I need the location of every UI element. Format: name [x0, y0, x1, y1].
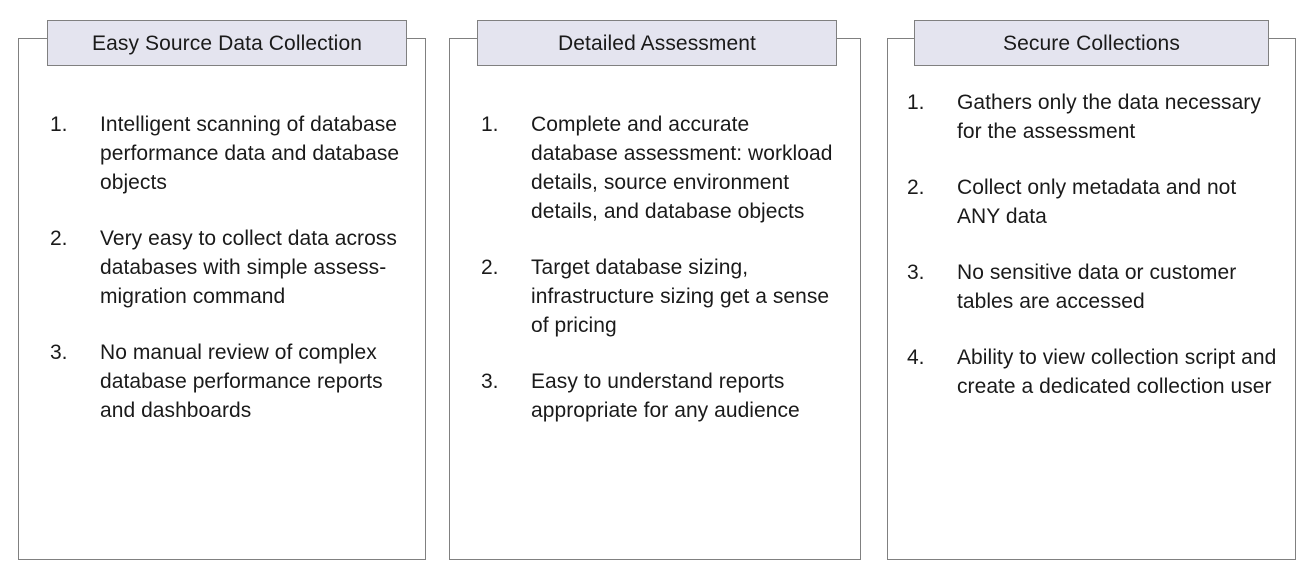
panel-detailed-assessment: Detailed Assessment 1. Complete and accu…: [449, 20, 861, 560]
panel-easy-source-data-collection: Easy Source Data Collection 1. Intellige…: [18, 20, 426, 560]
list-item: 3. No manual review of complex database …: [50, 338, 400, 425]
list-item: 2. Target database sizing, infrastructur…: [481, 253, 833, 340]
list-item-text: Very easy to collect data across databas…: [100, 227, 397, 308]
panel-list: 1. Complete and accurate database assess…: [481, 110, 833, 425]
panel-list: 1. Gathers only the data necessary for t…: [907, 88, 1277, 401]
list-item: 3. No sensitive data or customer tables …: [907, 258, 1277, 316]
list-item-text: Easy to understand reports appropriate f…: [531, 370, 800, 422]
panel-list: 1. Intelligent scanning of database perf…: [50, 110, 400, 425]
list-item-number: 1.: [50, 113, 68, 136]
list-item-number: 2.: [907, 176, 925, 199]
list-item: 1. Intelligent scanning of database perf…: [50, 110, 400, 197]
list-item-number: 1.: [481, 113, 499, 136]
list-item-number: 2.: [50, 227, 68, 250]
panel-title: Secure Collections: [1003, 31, 1180, 55]
panel-body: [449, 38, 861, 560]
list-item-text: Intelligent scanning of database perform…: [100, 113, 400, 194]
list-item: 1. Complete and accurate database assess…: [481, 110, 833, 226]
list-item: 3. Easy to understand reports appropriat…: [481, 367, 833, 425]
list-item-text: Complete and accurate database assessmen…: [531, 113, 833, 223]
list-item-text: No sensitive data or customer tables are…: [957, 261, 1237, 313]
list-item-text: Gathers only the data necessary for the …: [957, 91, 1261, 143]
panel-body: [887, 38, 1296, 560]
list-item-number: 3.: [907, 261, 925, 284]
list-item-number: 1.: [907, 91, 925, 114]
list-item-number: 3.: [481, 370, 499, 393]
list-item-text: Collect only metadata and not ANY data: [957, 176, 1237, 228]
list-item: 4. Ability to view collection script and…: [907, 343, 1277, 401]
list-item-text: No manual review of complex database per…: [100, 341, 383, 422]
list-item-number: 3.: [50, 341, 68, 364]
panel-header: Secure Collections: [914, 20, 1269, 66]
panel-header: Detailed Assessment: [477, 20, 837, 66]
list-item-text: Ability to view collection script and cr…: [957, 346, 1277, 398]
panel-secure-collections: Secure Collections 1. Gathers only the d…: [887, 20, 1296, 560]
list-item: 2. Collect only metadata and not ANY dat…: [907, 173, 1277, 231]
list-item: 1. Gathers only the data necessary for t…: [907, 88, 1277, 146]
list-item-text: Target database sizing, infrastructure s…: [531, 256, 830, 337]
list-item-number: 2.: [481, 256, 499, 279]
panel-title: Easy Source Data Collection: [92, 31, 362, 55]
panel-header: Easy Source Data Collection: [47, 20, 407, 66]
list-item-number: 4.: [907, 346, 925, 369]
panel-title: Detailed Assessment: [558, 31, 756, 55]
list-item: 2. Very easy to collect data across data…: [50, 224, 400, 311]
panel-body: [18, 38, 426, 560]
